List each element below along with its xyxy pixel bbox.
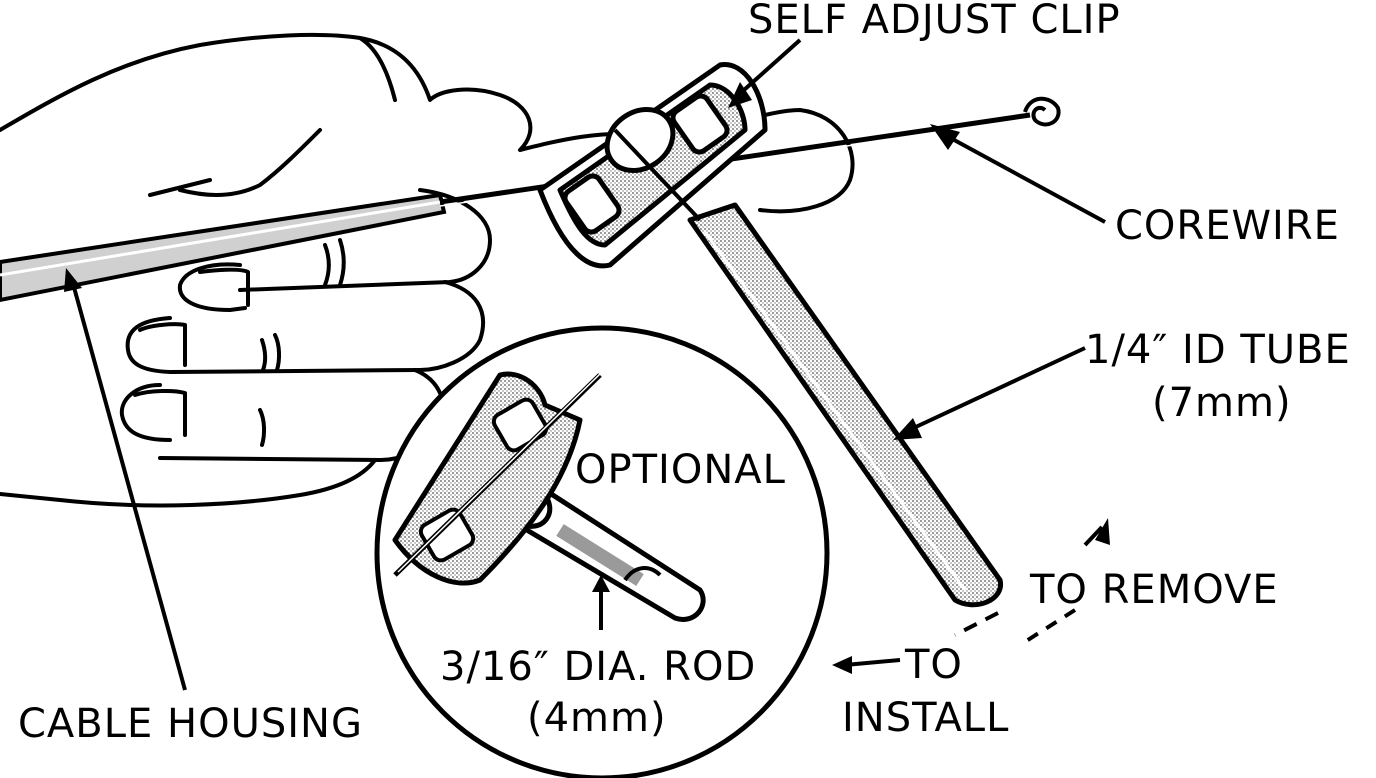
id-tube-metric-label: (7mm) — [1152, 383, 1292, 423]
to-label: TO — [905, 645, 963, 685]
self-adjust-clip-label: SELF ADJUST CLIP — [748, 0, 1121, 40]
rod-metric-label: (4mm) — [527, 698, 667, 738]
install-label: INSTALL — [842, 698, 1009, 738]
rod-label: 3/16″ DIA. ROD — [440, 647, 756, 687]
id-tube-label: 1/4″ ID TUBE — [1085, 330, 1351, 370]
optional-label: OPTIONAL — [575, 450, 786, 490]
corewire-label: COREWIRE — [1115, 206, 1340, 246]
cable-housing-label: CABLE HOUSING — [18, 704, 363, 744]
to-remove-label: TO REMOVE — [1030, 570, 1279, 610]
